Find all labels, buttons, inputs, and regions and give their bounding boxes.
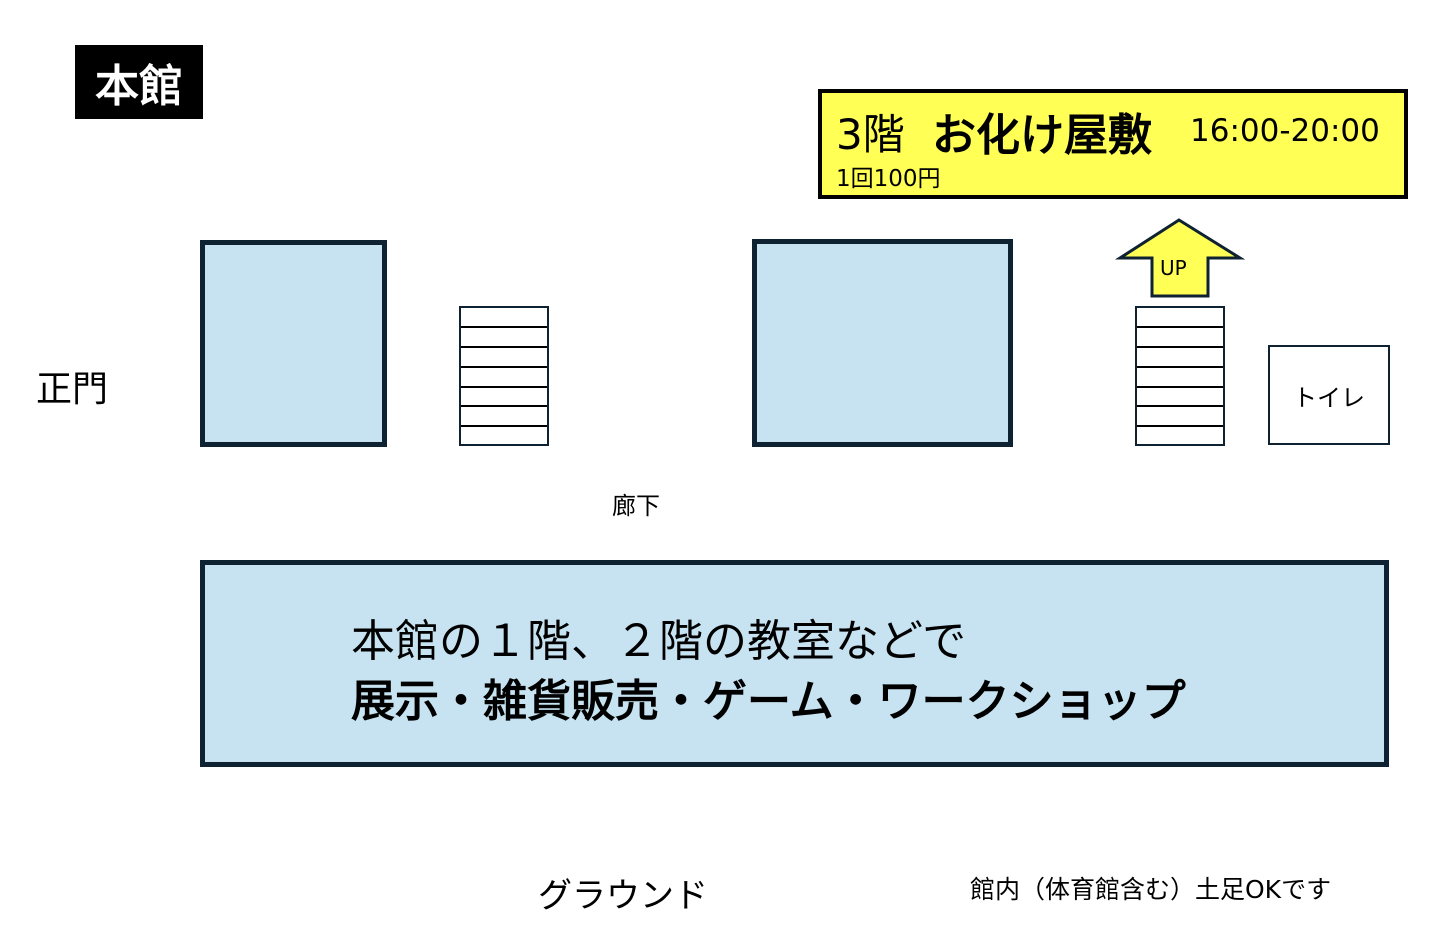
classroom-center — [752, 239, 1013, 447]
corridor-label: 廊下 — [612, 492, 660, 520]
notice-hours: 16:00-20:00 — [1190, 113, 1380, 149]
up-arrow-label: UP — [1160, 256, 1187, 280]
stairs-left — [459, 306, 549, 446]
main-activity-box: 本館の１階、２階の教室などで 展示・雑貨販売・ゲーム・ワークショップ — [200, 560, 1389, 767]
shoes-note: 館内（体育館含む）土足OKです — [970, 875, 1332, 904]
building-title: 本館 — [75, 45, 203, 119]
toilet-label: トイレ — [1293, 383, 1365, 412]
up-arrow-icon — [1114, 218, 1246, 298]
activity-line-1: 本館の１階、２階の教室などで — [351, 616, 967, 667]
toilet: トイレ — [1268, 345, 1390, 445]
main-gate-label: 正門 — [36, 369, 109, 410]
notice-floor: 3階 — [836, 110, 905, 159]
ground-label: グラウンド — [538, 876, 708, 916]
activity-line-2: 展示・雑貨販売・ゲーム・ワークショップ — [351, 676, 1186, 727]
notice-price: 1回100円 — [836, 166, 941, 192]
classroom-left — [200, 240, 387, 447]
haunted-house-notice: 3階 お化け屋敷 16:00-20:00 1回100円 — [818, 89, 1408, 199]
notice-event: お化け屋敷 — [932, 110, 1152, 161]
stairs-right — [1135, 306, 1225, 446]
